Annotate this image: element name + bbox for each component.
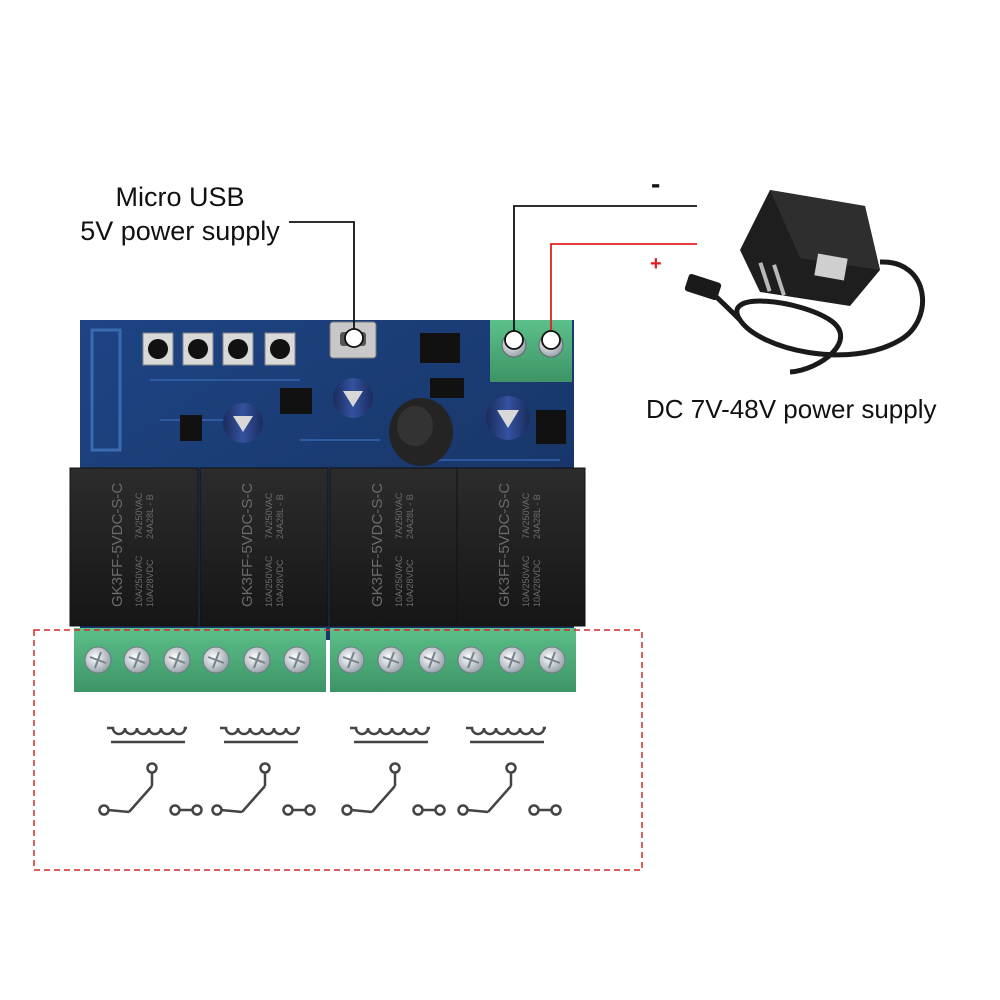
no-contact [528, 804, 540, 816]
dc-supply-label: DC 7V-48V power supply [646, 394, 937, 424]
relay-3-rating2: 10A/28VDC [405, 559, 415, 607]
common-contact [146, 762, 158, 774]
power-adapter [684, 190, 925, 375]
switch-arm [241, 785, 266, 813]
relay-3-rating3: 7A/250VAC [394, 492, 404, 539]
relay-3 [329, 467, 459, 627]
coil-symbol [220, 726, 300, 736]
no-contact [282, 804, 294, 816]
relay-4-rating3: 7A/250VAC [521, 492, 531, 539]
relay-symbol [341, 726, 446, 816]
relay-2-rating4: 24A28L - B [275, 494, 285, 539]
relay-symbol [98, 726, 203, 816]
terminal-screw [202, 646, 230, 674]
nc-contact [211, 804, 223, 816]
relay-1-rating2: 10A/28VDC [145, 559, 155, 607]
relay-output-highlight-box [33, 629, 643, 871]
coil-symbol [107, 726, 187, 736]
relay-2-rating3: 7A/250VAC [264, 492, 274, 539]
relay-3-model: GK3FF-5VDC-S-C [369, 483, 386, 607]
terminal-screw [418, 646, 446, 674]
terminal-screw [283, 646, 311, 674]
electrolytic-capacitors [223, 378, 530, 443]
relay-3-rating4: 24A28L - B [405, 494, 415, 539]
terminal-screw [123, 646, 151, 674]
terminal-screw [337, 646, 365, 674]
inductor [389, 398, 453, 466]
relay-4-rating2: 10A/28VDC [532, 559, 542, 607]
terminal-screws [84, 646, 566, 674]
relay-4-rating4: 24A28L - B [532, 494, 542, 539]
relay-2-rating2: 10A/28VDC [275, 559, 285, 607]
nc-contact [98, 804, 110, 816]
coil-symbol [466, 726, 546, 736]
relay-1-rating1: 10A/250VAC [134, 555, 144, 607]
terminal-screw [243, 646, 271, 674]
no-contact [169, 804, 181, 816]
micro-usb-label-line2: 5V power supply [80, 216, 280, 246]
switch-arm [487, 785, 512, 813]
relay-symbol [211, 726, 316, 816]
terminal-screw [457, 646, 485, 674]
terminal-screw [377, 646, 405, 674]
terminal-screw [538, 646, 566, 674]
positive-polarity-label: + [650, 253, 662, 275]
tactile-buttons [142, 332, 296, 366]
power-wires [289, 205, 697, 350]
relay-2-rating1: 10A/250VAC [264, 555, 274, 607]
relay-1-rating3: 7A/250VAC [134, 492, 144, 539]
common-contact [259, 762, 271, 774]
relay-4-model: GK3FF-5VDC-S-C [496, 483, 513, 607]
micro-usb-supply-label: Micro USB 5V power supply [60, 180, 300, 248]
dc-input-terminal [490, 320, 572, 382]
relay-4-rating1: 10A/250VAC [521, 555, 531, 607]
relay-1-model: GK3FF-5VDC-S-C [109, 483, 126, 607]
relays: GK3FF-5VDC-S-C 10A/250VAC 10A/28VDC 7A/2… [69, 467, 586, 627]
switch-arm [371, 785, 396, 813]
ic-chips [180, 333, 566, 444]
output-terminals [74, 628, 576, 692]
relay-1 [69, 467, 199, 627]
relay-1-rating4: 24A28L - B [145, 494, 155, 539]
coil-symbol [350, 726, 430, 736]
terminal-screw [163, 646, 191, 674]
relay-3-rating1: 10A/250VAC [394, 555, 404, 607]
terminal-screw [498, 646, 526, 674]
relay-2-model: GK3FF-5VDC-S-C [239, 483, 256, 607]
switch-arm [128, 785, 153, 813]
relay-symbol [457, 726, 562, 816]
common-contact [389, 762, 401, 774]
micro-usb-label-line1: Micro USB [115, 182, 245, 212]
no-contact [412, 804, 424, 816]
relay-schematic-symbols [98, 726, 562, 816]
common-contact [505, 762, 517, 774]
relay-4 [456, 467, 586, 627]
negative-polarity-label: - [651, 168, 661, 199]
terminal-screw [84, 646, 112, 674]
nc-contact [457, 804, 469, 816]
relay-2 [199, 467, 329, 627]
nc-contact [341, 804, 353, 816]
